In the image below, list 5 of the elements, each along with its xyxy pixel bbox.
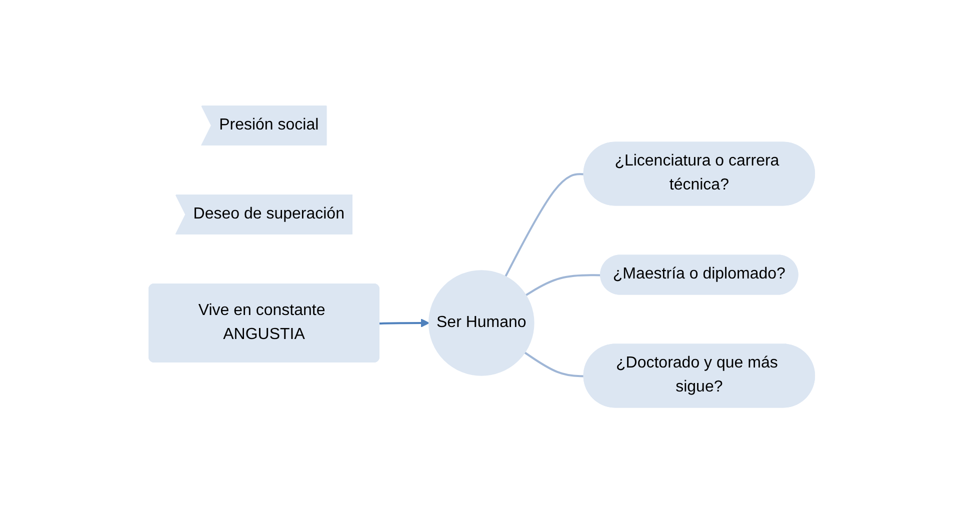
arrow [380,318,430,328]
node-circle: Ser Humano [428,270,535,376]
connector [524,352,585,378]
connector [504,174,585,278]
connector [526,274,602,296]
